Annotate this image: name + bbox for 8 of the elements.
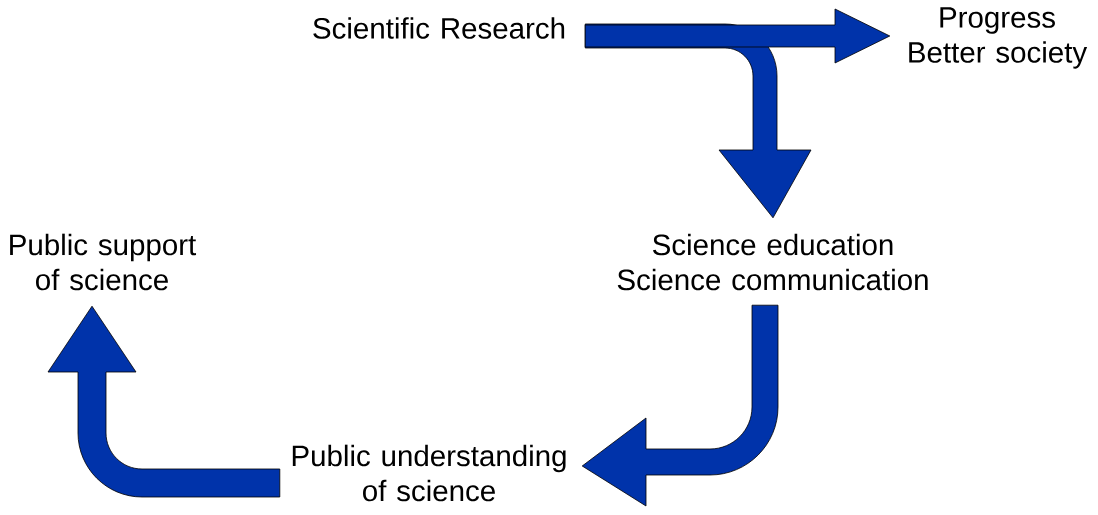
block-arrow <box>47 305 281 498</box>
text-label: Progress Better society <box>909 7 1088 69</box>
block-arrow <box>581 304 779 507</box>
text-label: Science education Science communication <box>617 233 928 291</box>
block-arrow <box>584 8 891 64</box>
text-label: Public support of science <box>10 233 197 291</box>
text-label: Scientific Research <box>313 17 565 39</box>
text-label: Public understanding of science <box>292 444 566 502</box>
